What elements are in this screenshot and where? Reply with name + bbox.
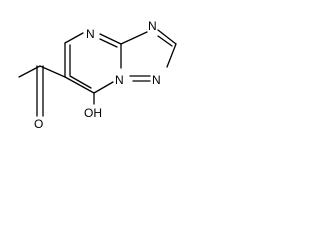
bond-n4-c3a-double <box>99 38 118 48</box>
bond-n4-c3a <box>99 33 122 45</box>
bond-c3a-n3 <box>120 31 148 45</box>
bond-n3-c2 <box>157 29 177 45</box>
chemical-structure-diagram: N N N N O OH <box>18 19 177 131</box>
atom-label-carbonyl-o: O <box>34 117 43 131</box>
bond-c7-c6 <box>64 76 95 94</box>
bond-n3-c2-double <box>157 35 173 47</box>
bond-c5-n4 <box>64 32 84 44</box>
atom-label-ring-n-top: N <box>86 27 95 41</box>
atom-label-bridge-n: N <box>115 73 124 87</box>
bond-c2-n1 <box>166 43 177 68</box>
bond-lines <box>18 29 177 117</box>
atom-label-hydroxyl: OH <box>84 106 102 120</box>
bond-c7-c6-double <box>69 75 92 89</box>
atom-label-triazole-n-right: N <box>152 73 161 87</box>
bond-bridge-n-c7 <box>93 81 114 94</box>
atom-label-triazole-n-top: N <box>148 19 157 33</box>
bond-carbonyl-ring <box>39 65 66 78</box>
